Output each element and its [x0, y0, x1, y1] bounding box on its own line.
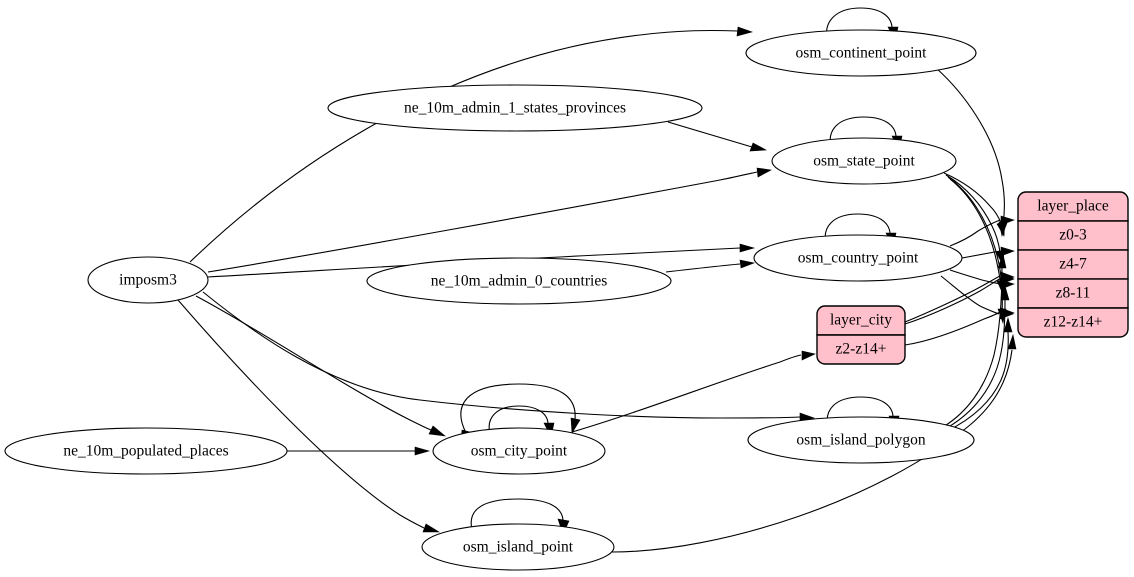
- record-layer_place-header: layer_place: [1037, 198, 1109, 215]
- record-layer_place[interactable]: layer_place z0-3 z4-7 z8-11 z12-z14+: [1017, 191, 1129, 338]
- node-osm_island_point[interactable]: osm_island_point: [421, 523, 615, 571]
- edge-osm_island_point-to-layer_place-z12-z14: [611, 333, 1017, 553]
- edge-ne_countries-to-osm_country_point: [665, 259, 756, 273]
- record-layer_city-row-z2-z14: z2-z14+: [836, 341, 887, 358]
- edges-layer: [177, 7, 1017, 553]
- node-osm_continent_point-label: osm_continent_point: [796, 45, 928, 62]
- node-osm_state_point[interactable]: osm_state_point: [771, 137, 957, 185]
- edge-ne_populated-to-osm_city_point: [287, 446, 431, 456]
- nodes-layer: imposm3 ne_10m_admin_1_states_provinces …: [4, 29, 977, 571]
- node-osm_continent_point[interactable]: osm_continent_point: [745, 29, 977, 77]
- edge-imposm3-to-osm_city_point: [195, 295, 446, 437]
- edge-osm_country_point-to-layer_place-z0-3: [949, 215, 1015, 247]
- edge-imposm3-to-osm_island_polygon: [202, 291, 815, 423]
- edge-imposm3-to-osm_state_point: [207, 167, 772, 273]
- node-imposm3-label: imposm3: [119, 272, 177, 289]
- node-osm_island_polygon-label: osm_island_polygon: [796, 432, 925, 449]
- node-ne_states-label: ne_10m_admin_1_states_provinces: [404, 100, 626, 117]
- node-osm_island_point-label: osm_island_point: [463, 539, 574, 556]
- node-ne_10m_admin_1_states_provinces[interactable]: ne_10m_admin_1_states_provinces: [327, 84, 703, 132]
- edge-layer_city-to-layer_place-z8-11: [904, 271, 1015, 323]
- edge-ne_states-to-osm_state_point: [667, 121, 768, 152]
- node-ne_populated-label: ne_10m_populated_places: [63, 443, 228, 460]
- node-osm_island_polygon[interactable]: osm_island_polygon: [747, 416, 975, 464]
- record-layer_place-row-z12-z14: z12-z14+: [1044, 314, 1103, 331]
- record-layer_place-row-z4-7: z4-7: [1059, 256, 1087, 273]
- records-layer: layer_place z0-3 z4-7 z8-11 z12-z14+ lay…: [816, 191, 1129, 365]
- record-layer_place-row-z0-3: z0-3: [1059, 227, 1087, 244]
- edge-layer_city-to-layer_place-z12-z14: [904, 307, 1015, 346]
- node-osm_state_point-label: osm_state_point: [813, 153, 915, 170]
- edge-osm_city_point-to-layer_city-z2-z14: [571, 350, 816, 433]
- edge-imposm3-to-osm_island_point: [177, 299, 441, 533]
- node-imposm3[interactable]: imposm3: [87, 256, 209, 304]
- node-osm_country_point-label: osm_country_point: [798, 250, 919, 267]
- edge-imposm3-to-osm_continent_point: [189, 26, 754, 263]
- node-osm_city_point-label: osm_city_point: [471, 443, 568, 460]
- record-layer_city-header: layer_city: [830, 312, 892, 329]
- node-ne_10m_admin_0_countries[interactable]: ne_10m_admin_0_countries: [366, 257, 672, 305]
- node-ne_10m_populated_places[interactable]: ne_10m_populated_places: [4, 427, 288, 475]
- edge-osm_island_polygon-to-layer_place-z4-7: [942, 252, 1007, 428]
- edge-osm_island_polygon-to-layer_place-z12-z14: [946, 316, 1013, 432]
- node-ne_countries-label: ne_10m_admin_0_countries: [431, 273, 608, 290]
- record-layer_place-row-z8-11: z8-11: [1056, 285, 1091, 302]
- edge-osm_country_point-to-layer_place-z4-7: [961, 246, 1015, 259]
- node-osm_country_point[interactable]: osm_country_point: [753, 234, 963, 282]
- record-layer_city[interactable]: layer_city z2-z14+: [816, 305, 906, 365]
- node-osm_city_point[interactable]: osm_city_point: [432, 427, 606, 475]
- edge-osm_island_polygon-to-layer_place-z8-11: [944, 284, 1010, 430]
